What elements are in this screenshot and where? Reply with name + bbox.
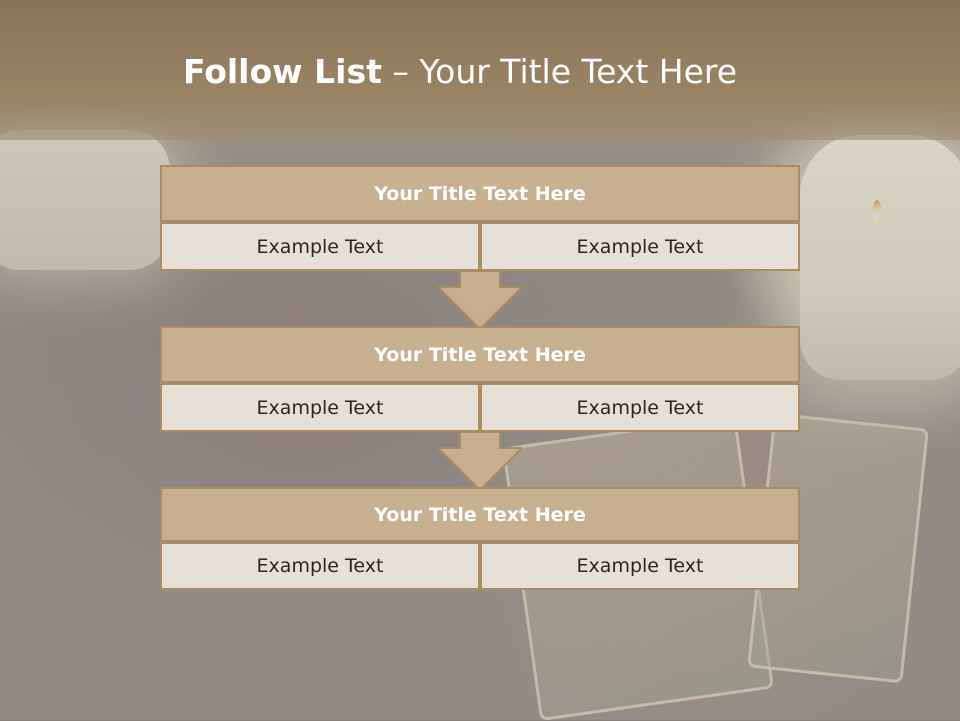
slide-title-bold: Follow List [182, 52, 382, 91]
block-cell-left: Example Text [160, 383, 480, 432]
header-band [0, 0, 960, 140]
block-cell-left: Example Text [160, 542, 480, 590]
candle-right [800, 135, 960, 380]
block-cell-right: Example Text [480, 222, 800, 271]
block-cell-right: Example Text [480, 383, 800, 432]
candle-flame [872, 200, 882, 224]
list-block: Your Title Text Here Example Text Exampl… [160, 165, 800, 271]
block-cell-left: Example Text [160, 222, 480, 271]
list-block: Your Title Text Here Example Text Exampl… [160, 326, 800, 432]
down-arrow [438, 432, 522, 490]
block-title: Your Title Text Here [160, 165, 800, 222]
block-title: Your Title Text Here [160, 326, 800, 383]
candle-left [0, 130, 170, 270]
block-title: Your Title Text Here [160, 487, 800, 542]
block-cell-right: Example Text [480, 542, 800, 590]
list-block: Your Title Text Here Example Text Exampl… [160, 487, 800, 593]
slide-title: Follow List – Your Title Text Here [0, 52, 960, 91]
slide-title-rest: – Your Title Text Here [381, 52, 738, 91]
down-arrow [438, 271, 522, 329]
